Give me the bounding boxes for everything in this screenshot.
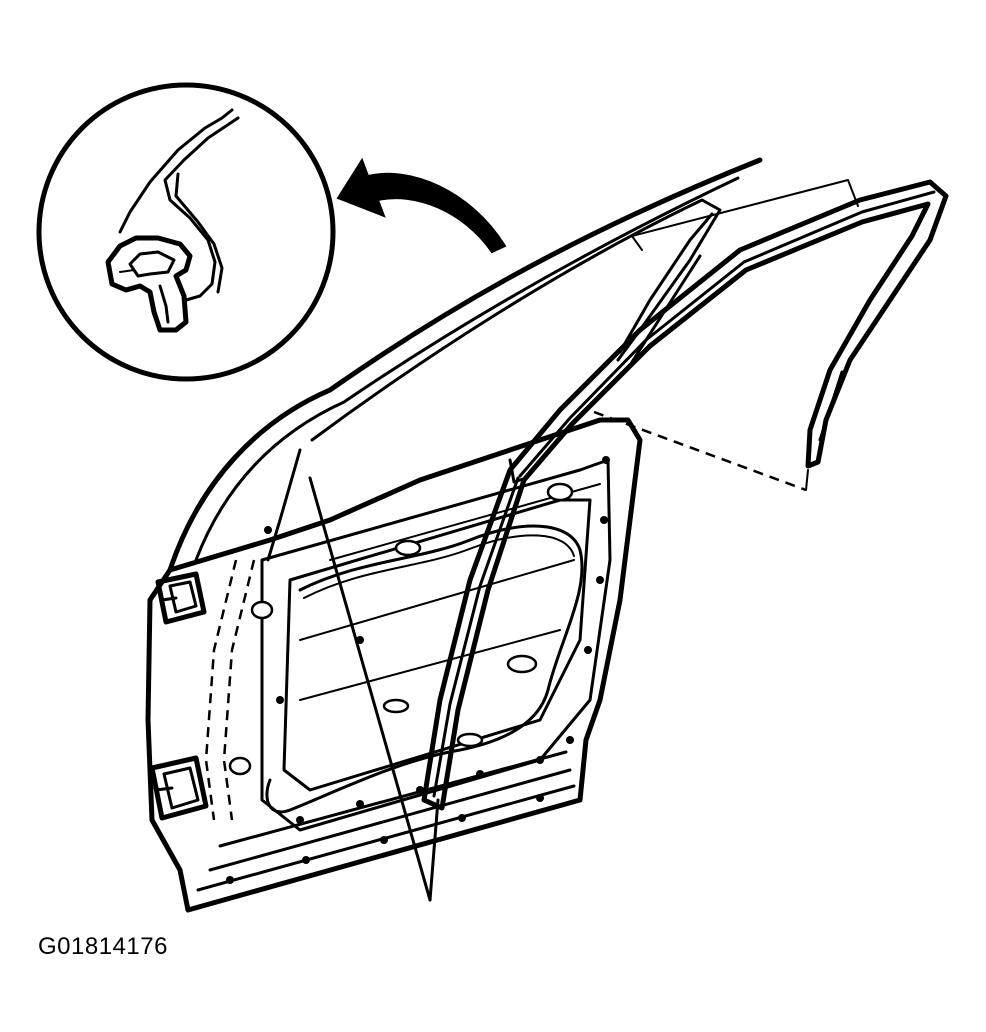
window-frame-inner: [194, 176, 740, 562]
fastener-dot: [584, 646, 592, 654]
access-hole: [456, 732, 484, 748]
window-frame-outer: [167, 157, 763, 573]
leader-line-left: [308, 476, 432, 902]
access-hole: [228, 756, 252, 776]
leader-lines: [308, 179, 859, 902]
weatherstrip-channel: [421, 179, 949, 811]
access-hole: [382, 698, 410, 714]
leader-line-dashed: [593, 410, 807, 492]
retainer-clip-icon: [105, 108, 240, 333]
fastener-dot: [380, 836, 388, 844]
fastener-dot: [536, 756, 544, 764]
fastener-dot: [416, 786, 424, 794]
leader-line-dashed-end: [805, 469, 809, 491]
fastener-dot: [296, 816, 304, 824]
fastener-dot: [302, 856, 310, 864]
leader-line-top-tick: [631, 235, 643, 251]
hinge-pillar-hidden: [204, 559, 238, 821]
wire-harness: [265, 524, 584, 814]
door-body-outline: [145, 417, 643, 913]
weatherstrip-detached: [421, 179, 949, 811]
access-hole: [250, 600, 274, 620]
fastener-dot: [600, 516, 608, 524]
leader-line-top: [631, 179, 859, 237]
curved-arrow-icon: [336, 157, 507, 254]
fastener-dot: [566, 736, 574, 744]
fastener-dot: [602, 456, 610, 464]
fastener-dot: [264, 526, 272, 534]
leader-line-right: [428, 798, 440, 902]
fastener-dot: [596, 576, 604, 584]
access-hole: [394, 539, 422, 557]
access-hole: [506, 654, 538, 674]
figure-code: G01814176: [38, 933, 168, 960]
inset-circle: [36, 82, 336, 382]
lower-hinge-icon: [149, 755, 209, 821]
fastener-dot: [276, 696, 284, 704]
fastener-dot: [226, 876, 234, 884]
upper-hinge-icon: [155, 571, 207, 625]
detail-arrow: [336, 157, 507, 254]
door-assembly: [145, 157, 763, 913]
detail-inset: [36, 82, 336, 382]
access-hole: [546, 482, 574, 502]
fastener-dot: [536, 794, 544, 802]
fastener-dot: [476, 770, 484, 778]
fastener-dot: [458, 814, 466, 822]
fastener-dot: [356, 800, 364, 808]
